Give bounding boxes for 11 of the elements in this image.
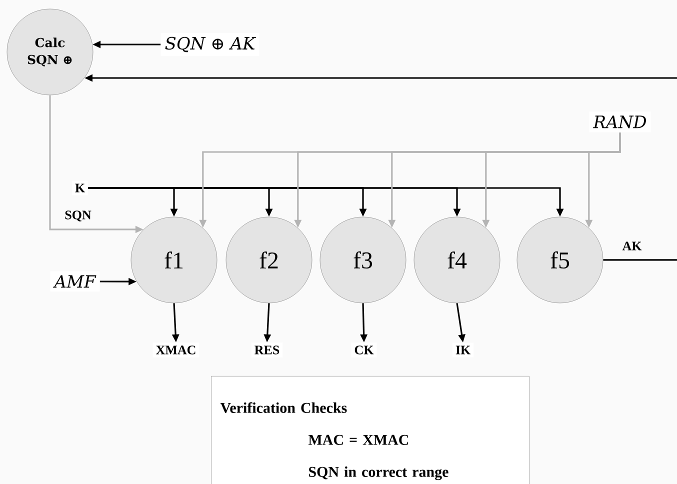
signal-label: RES [251,342,283,358]
signal-label: CK [351,342,377,358]
signal-label: XMAC [152,342,200,358]
input-label: RAND [589,112,651,132]
checks-box: Verification Checks MAC = XMAC SQN in correct range [211,376,530,484]
signal-label: K [72,180,88,196]
edge-label: SQN [62,208,94,224]
edge-label: AK [620,240,644,252]
input-label: SQN ⊕ AK [160,32,260,56]
input-label: AMF [50,271,100,292]
signal-label: IK [452,342,474,358]
